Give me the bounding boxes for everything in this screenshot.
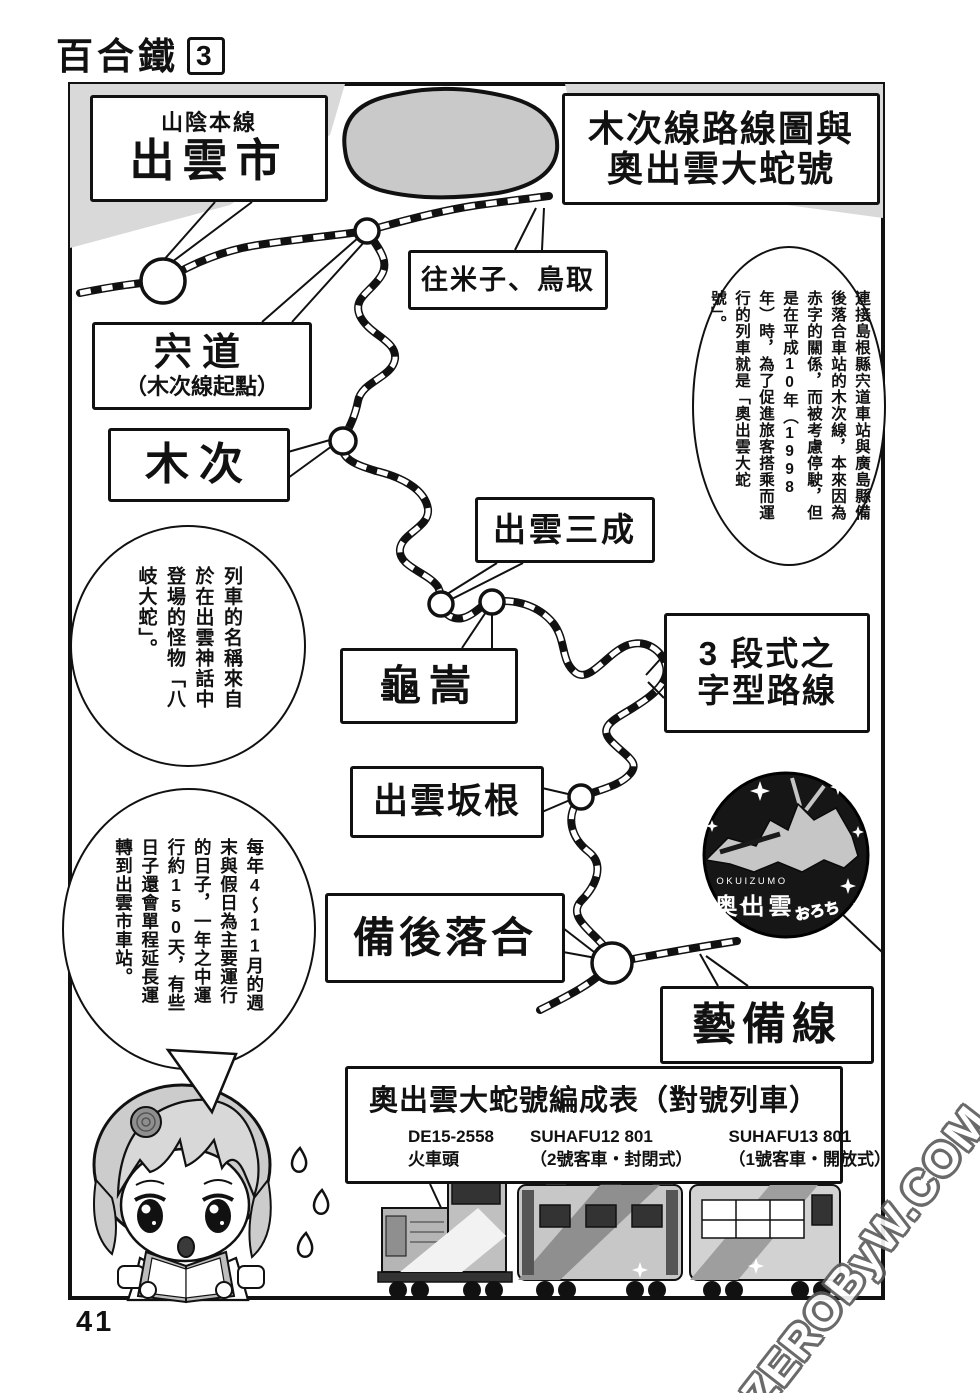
switchback-line1: 3 段式之 xyxy=(698,635,836,673)
right-hand xyxy=(215,1281,233,1299)
right-eye xyxy=(205,1199,231,1233)
car-model: SUHAFU12 801 xyxy=(530,1127,653,1146)
geibi-line-label: 藝備線 xyxy=(660,986,874,1064)
car-desc: （1號客車・開放式） xyxy=(728,1149,891,1169)
mouth xyxy=(177,1236,195,1258)
page-number: 41 xyxy=(76,1306,115,1338)
station-label-kisuki: 木次 xyxy=(108,428,290,502)
logo-kanji: 奥出雲 xyxy=(715,893,796,919)
direction-label: 往米子、鳥取 xyxy=(408,250,608,310)
passenger-car-closed xyxy=(517,1173,683,1299)
station-circle-kisuki xyxy=(328,426,358,456)
station-label-kamedake: 龜嵩 xyxy=(340,648,518,724)
map-title-line1: 木次線路線圖與 xyxy=(587,107,854,149)
logo-romaji: OKUIZUMO xyxy=(716,876,787,887)
chibi-girl-character xyxy=(92,1045,330,1304)
volume-badge: 3 xyxy=(187,37,225,75)
book-title-text: 百合鐵 xyxy=(56,36,179,77)
sweat-drops xyxy=(290,1146,330,1258)
station-label-shinji: 宍道 （木次線起點） xyxy=(92,322,312,410)
lake-blob xyxy=(342,86,560,200)
line-name-sanin: 山陰本線 xyxy=(160,109,257,135)
train-illustration xyxy=(377,1159,841,1299)
map-title-box: 木次線路線圖與 奧出雲大蛇號 xyxy=(562,93,880,205)
station-circle-izumo-sakane xyxy=(567,783,595,811)
flower-hairclip xyxy=(130,1106,162,1138)
station-circles xyxy=(139,217,634,985)
composition-car-locomotive: DE15-2558 火車頭 xyxy=(408,1126,494,1172)
station-label-izumo-sakane: 出雲坂根 xyxy=(350,766,544,838)
station-circle-izumo-minari xyxy=(427,590,455,618)
station-label-bingo-ochiai: 備後落合 xyxy=(325,893,565,983)
composition-row: DE15-2558 火車頭 SUHAFU12 801 （2號客車・封閉式） SU… xyxy=(348,1126,891,1172)
eyelids xyxy=(133,1193,235,1202)
bubble-schedule: 每年4～11月的週末與假日為主要運行的日子，一年之中運行約150天，有些日子還會… xyxy=(62,788,316,1070)
logo-dragon-eye-slash xyxy=(719,831,781,855)
left-hand xyxy=(139,1281,157,1299)
orochi-headmark-logo: OKUIZUMO 奥出雲 おろち xyxy=(702,771,870,939)
bubble-name-origin-text: 列車的名稱來自於在出雲神話中登場的怪物「八岐大蛇」。 xyxy=(135,566,243,710)
bubble-history-text: 連接島根縣宍道車站與廣島縣備後落合車站的木次線，本來因為赤字的關係，而被考慮停駛… xyxy=(708,290,871,521)
station-name-bingo-ochiai: 備後落合 xyxy=(352,914,537,962)
logo-stars xyxy=(706,779,864,910)
bubble-schedule-text: 每年4～11月的週末與假日為主要運行的日子，一年之中運行約150天，有些日子還會… xyxy=(113,838,265,1012)
station-name-shinji: 宍道 xyxy=(153,332,250,375)
station-name-izumo-minari: 出雲三成 xyxy=(493,510,637,548)
composition-car-1: SUHAFU13 801 （1號客車・開放式） xyxy=(728,1126,890,1172)
station-name-izumoshi: 出雲市 xyxy=(129,134,289,186)
left-eye xyxy=(137,1199,163,1233)
composition-car-2: SUHAFU12 801 （2號客車・封閉式） xyxy=(530,1126,692,1172)
car-model: SUHAFU13 801 xyxy=(728,1127,852,1146)
eyebrows xyxy=(135,1179,233,1186)
logo-dragon-head xyxy=(704,802,859,873)
logo-dragon-horns xyxy=(790,777,826,812)
switchback-line2: 字型路線 xyxy=(697,672,837,709)
composition-title: 奧出雲大蛇號編成表（對號列車） xyxy=(368,1085,819,1117)
station-name-izumo-sakane: 出雲坂根 xyxy=(372,782,521,822)
car-model: DE15-2558 xyxy=(408,1127,495,1146)
bubble-history: 連接島根縣宍道車站與廣島縣備後落合車站的木次線，本來因為赤字的關係，而被考慮停駛… xyxy=(692,246,886,566)
passenger-car-open xyxy=(689,1184,841,1299)
station-circle-shinji xyxy=(353,217,381,245)
direction-text: 往米子、鳥取 xyxy=(421,264,595,295)
station-note-shinji: （木次線起點） xyxy=(124,373,279,399)
station-circle-bingo-ochiai xyxy=(590,941,634,985)
geibi-line-text: 藝備線 xyxy=(692,1000,842,1050)
car-desc: （2號客車・封閉式） xyxy=(530,1149,693,1169)
station-name-kisuki: 木次 xyxy=(145,440,253,490)
car-desc: 火車頭 xyxy=(408,1149,459,1169)
station-circle-kamedake xyxy=(478,588,506,616)
switchback-label: 3 段式之 字型路線 xyxy=(664,613,870,733)
station-circle-izumoshi xyxy=(139,257,187,305)
bubble-name-origin: 列車的名稱來自於在出雲神話中登場的怪物「八岐大蛇」。 xyxy=(70,525,306,767)
panel-border xyxy=(68,82,885,1300)
station-label-izumo-minari: 出雲三成 xyxy=(475,497,655,563)
map-title-line2: 奧出雲大蛇號 xyxy=(606,148,835,189)
station-name-kamedake: 龜嵩 xyxy=(378,662,479,710)
station-label-izumoshi: 山陰本線 出雲市 xyxy=(90,95,328,202)
composition-table: 奧出雲大蛇號編成表（對號列車） DE15-2558 火車頭 SUHAFU12 8… xyxy=(345,1066,891,1184)
